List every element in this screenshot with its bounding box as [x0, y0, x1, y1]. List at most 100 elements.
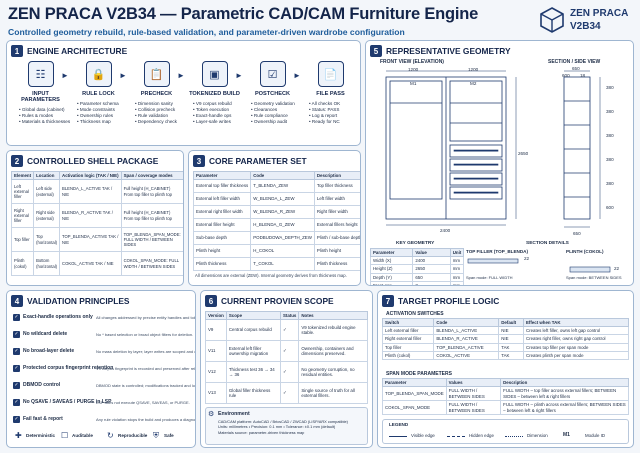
legend-line — [389, 436, 407, 437]
check-icon: ✓ — [13, 415, 20, 423]
column-header: Default — [498, 318, 524, 327]
span-between-sides: Span mode: BETWEEN SIDES — [566, 275, 622, 280]
brand-logo: ZEN PRACA V2B34 — [536, 4, 636, 36]
step-items: Dimension sanityCollision precheckRule v… — [129, 101, 184, 125]
dim-side-bottom: 650 — [573, 231, 581, 236]
column-header: Parameter — [192, 171, 252, 180]
step-title: PRECHECK — [140, 91, 173, 97]
table-cell: Plinth / sub-base depth — [313, 231, 360, 245]
step-title: RULE LOCK — [82, 91, 115, 97]
top-filler-label: TOP FILLER (TOP_BLENDA) — [466, 249, 529, 254]
table-cell: External left filler ownership migration — [225, 340, 281, 362]
arrow-right-icon: ► — [119, 71, 127, 80]
check-icon: ✓ — [13, 347, 20, 355]
table-cell: mm — [449, 255, 465, 266]
environment-item: CAD/CAM platform: AutoCAD / BricsCAD / Z… — [218, 419, 348, 424]
table-cell: W_BLENDA_L_ZEW — [250, 192, 315, 206]
table-cell: TOP_BLENDA_ACTIVE — [433, 342, 500, 352]
table-cell: COKOL_SPAN_MODE — [382, 400, 447, 415]
step-title: INPUT PARAMETERS — [21, 91, 60, 104]
column-header: Scope — [225, 311, 281, 320]
module-m2: M2 — [470, 81, 477, 86]
page-header: ZEN PRACA V2B34 — Parametric CAD/CAM Fur… — [8, 5, 528, 37]
column-header: Notes — [298, 311, 368, 320]
table-cell: BLENDA_R_ACTIVE — [433, 334, 500, 344]
plinth-dim: 22 — [614, 266, 620, 271]
activation-title: ACTIVATION SWITCHES — [386, 311, 444, 317]
logo-line-2: V2B34 — [570, 21, 601, 32]
table-cell: TAK — [498, 342, 524, 352]
section-number: 1 — [11, 45, 23, 57]
dim-width-2: 1200 — [468, 67, 479, 72]
table-cell: Right external filler — [381, 334, 435, 344]
step-title: POSTCHECK — [254, 91, 291, 97]
validation-name: No QSAVE / SAVEAS / PURGE in LSP — [23, 399, 112, 405]
step-item: Rule validation — [135, 113, 184, 119]
table-cell: Top filler thickness — [313, 179, 360, 193]
legend-line — [505, 436, 523, 437]
parameter-note: All dimensions are external (ZEW). Inter… — [195, 273, 347, 278]
step-3-icon: 📋 — [143, 61, 170, 87]
step-item: All checks OK — [309, 101, 358, 107]
column-header: Span / coverage modes — [120, 171, 183, 180]
step-4-icon: ▣ — [201, 61, 228, 87]
table-cell: External filler height — [192, 218, 252, 232]
step-items: Parameter schemaMode constraintsOwnershi… — [71, 101, 126, 125]
section-title: REPRESENTATIVE GEOMETRY — [386, 46, 511, 56]
column-header: Unit — [449, 248, 465, 257]
geometry-drawing — [385, 70, 601, 228]
column-header: Version — [205, 311, 227, 320]
table-cell: BLENDA_L_ACTIVE — [433, 325, 500, 336]
span-full-width: Span mode: FULL WIDTH — [466, 275, 513, 280]
step-items: V9 corpus rebuildToken executionExact-ha… — [187, 101, 242, 125]
check-icon: ✓ — [13, 313, 20, 321]
dim-shelf: 380 — [606, 157, 614, 162]
table-cell: Right external filler — [10, 203, 35, 228]
validation-desc: V9 corpus fingerprint is recorded and pr… — [96, 365, 196, 371]
table-cell: Creates left filler, owns left gap contr… — [522, 325, 630, 336]
table-cell: FULL WIDTH / BETWEEN SIDES — [445, 400, 502, 415]
validation-name: DBMOD control — [23, 382, 61, 388]
table-cell: BLENDA_L_ACTIVE TAK / NIE — [59, 179, 122, 204]
step-item: Collision precheck — [135, 107, 184, 113]
architecture-step: ☑POSTCHECKGeometry validationClearancesR… — [245, 61, 300, 125]
arrow-right-icon: ► — [235, 71, 243, 80]
step-item: Log & report — [309, 113, 358, 119]
table-cell: Plinth (cokol) — [10, 251, 35, 276]
dim-shelf: 380 — [606, 109, 614, 114]
table-cell: ✓ — [279, 319, 300, 341]
table-cell: Plinth thickness — [313, 257, 360, 271]
table-cell: 2650 — [412, 264, 451, 274]
arrow-right-icon: ► — [293, 71, 301, 80]
module-m1: M1 — [410, 81, 417, 86]
check-icon: ✓ — [13, 364, 20, 372]
section-number: 2 — [11, 155, 23, 167]
table-cell: Full height (H_CABINET) From top filler … — [120, 203, 183, 228]
table-cell: Ownership, containers and dimensions pre… — [298, 340, 368, 362]
table-cell: 650 — [412, 272, 451, 282]
validation-name: Protected corpus fingerprint retention — [23, 365, 114, 371]
table-cell: 3 — [412, 280, 451, 285]
step-item: Mode constraints — [77, 107, 126, 113]
table-cell: Left external filler — [381, 325, 435, 336]
step-item: Status: PASS — [309, 107, 358, 113]
section-number: 3 — [193, 155, 205, 167]
dim-side-width: 650 — [572, 66, 580, 71]
column-header: Activation logic (TAK / NIE) — [59, 171, 122, 180]
table-cell: External fillers height — [313, 218, 360, 232]
step-item: Clearances — [251, 107, 300, 113]
